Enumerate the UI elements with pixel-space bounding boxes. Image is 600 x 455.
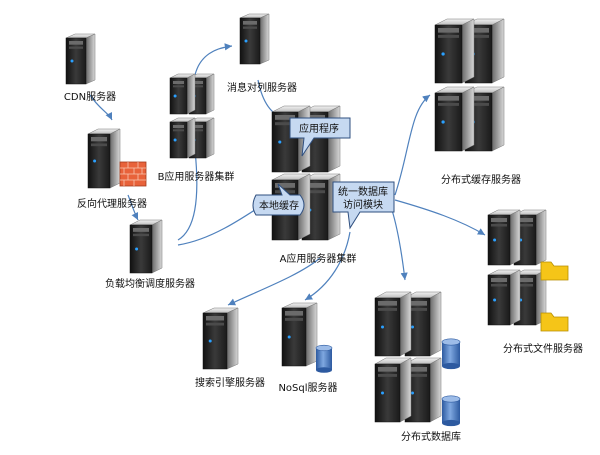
dist-db-cylinder	[441, 395, 461, 427]
proxy-to-balancer-link	[127, 194, 139, 221]
search-engine-label: 搜索引擎服务器	[195, 376, 265, 389]
access-to-dist-file-link	[394, 199, 486, 236]
b-cluster-to-mq-link	[194, 43, 233, 76]
balancer-to-b-cluster-link	[177, 149, 200, 241]
b-cluster-server	[169, 73, 196, 115]
b-cluster-server	[169, 117, 196, 159]
cdn-server-label: CDN服务器	[64, 90, 116, 103]
search-engine-server	[202, 307, 239, 370]
database-cylinders	[315, 338, 461, 427]
cdn-to-proxy-link	[89, 94, 113, 121]
message-queue-label: 消息对列服务器	[227, 81, 297, 94]
local-cache-callout: 本地缓存	[252, 183, 305, 216]
a-cluster-to-search-link	[227, 257, 321, 306]
folder-icon	[540, 261, 569, 281]
dist-file-label: 分布式文件服务器	[503, 342, 583, 355]
message-queue-server	[239, 13, 270, 65]
nosql-server	[281, 302, 318, 367]
reverse-proxy-label: 反向代理服务器	[77, 197, 147, 210]
dist-file-server	[487, 209, 521, 266]
dist-file-server	[487, 269, 521, 326]
dist-db-server	[374, 357, 412, 423]
firewall-icon	[119, 161, 147, 187]
nosql-label: NoSql服务器	[278, 381, 337, 394]
dist-cache-server	[434, 86, 475, 152]
dist-db-label: 分布式数据库	[401, 430, 461, 443]
server-nodes	[65, 13, 547, 423]
reverse-proxy-server	[87, 128, 121, 189]
dist-db-cylinder	[441, 338, 461, 370]
unified-access-line2: 访问模块	[343, 198, 383, 211]
local-cache-label: 本地缓存	[259, 199, 299, 212]
unified-access-callout: 统一数据库 访问模块	[332, 181, 395, 230]
dist-db-server	[374, 291, 412, 357]
nosql-db-cylinder	[315, 344, 333, 373]
app-program-label: 应用程序	[299, 122, 339, 135]
folder-icon	[540, 312, 569, 332]
access-to-dist-cache-link	[394, 94, 431, 196]
app-program-callout: 应用程序	[289, 117, 351, 157]
access-to-dist-db-link	[391, 209, 408, 281]
load-balancer-label: 负载均衡调度服务器	[105, 277, 195, 290]
a-cluster-to-nosql-link	[304, 231, 351, 301]
connectors	[89, 43, 486, 306]
dist-cache-server	[434, 18, 475, 84]
a-cluster-label: A应用服务器集群	[280, 252, 357, 265]
cdn-server	[65, 33, 96, 85]
b-cluster-label: B应用服务器集群	[158, 170, 235, 183]
dist-cache-label: 分布式缓存服务器	[441, 173, 521, 186]
load-balancer-server	[129, 219, 163, 274]
unified-access-line1: 统一数据库	[338, 185, 388, 198]
